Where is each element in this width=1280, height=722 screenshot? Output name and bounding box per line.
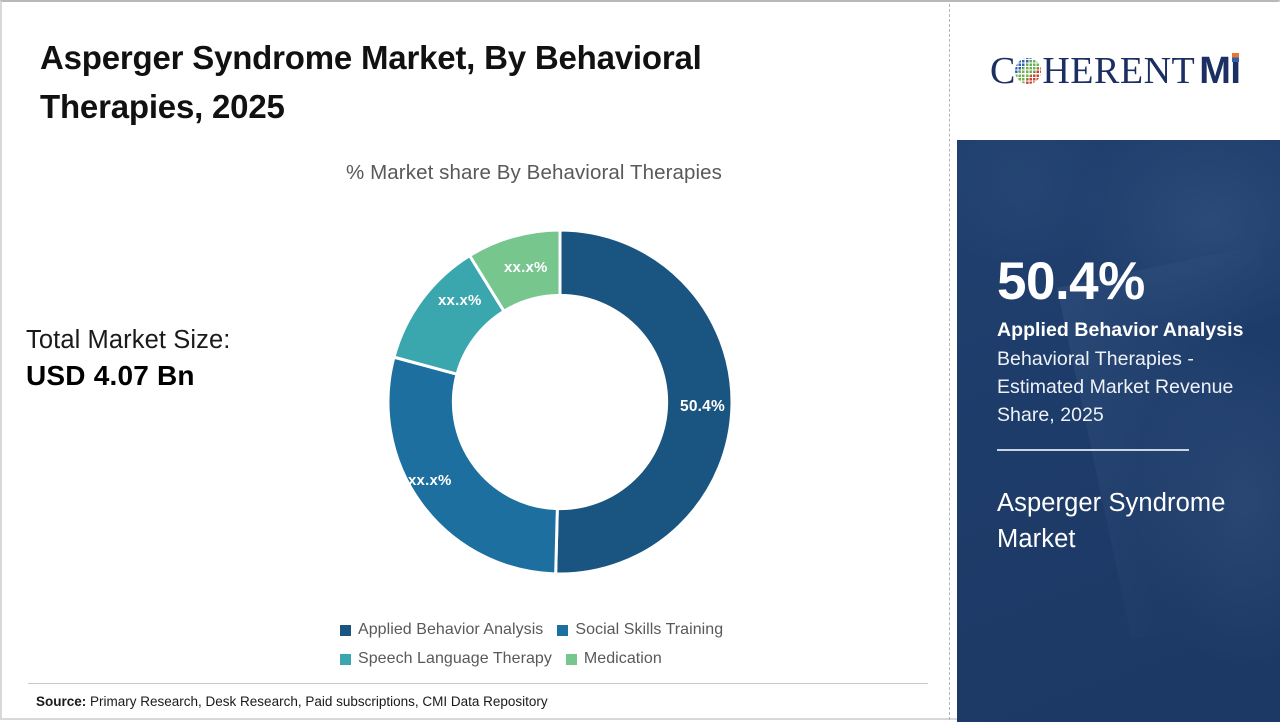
- source-note: Source: Primary Research, Desk Research,…: [36, 694, 548, 709]
- legend-swatch-icon: [557, 624, 569, 636]
- highlight-stat-description: Behavioral Therapies - Estimated Market …: [997, 348, 1234, 426]
- highlight-panel: 50.4% Applied Behavior Analysis Behavior…: [957, 140, 1280, 722]
- globe-icon: [1015, 58, 1042, 84]
- source-value: Primary Research, Desk Research, Paid su…: [86, 694, 548, 709]
- legend-label: Speech Language Therapy: [358, 650, 552, 667]
- footer-divider: [28, 683, 928, 684]
- page-title: Asperger Syndrome Market, By Behavioral …: [40, 39, 702, 125]
- total-market-size-value: USD 4.07 Bn: [26, 359, 195, 391]
- legend-item[interactable]: Applied Behavior Analysis: [340, 620, 543, 640]
- logo-suffix: MI: [1199, 52, 1241, 90]
- legend-item[interactable]: Speech Language Therapy: [340, 649, 552, 669]
- legend-swatch-icon: [565, 653, 577, 665]
- donut-slice: [467, 228, 562, 314]
- highlight-panel-content: 50.4% Applied Behavior Analysis Behavior…: [997, 255, 1259, 557]
- donut-chart: 50.4% xx.x% xx.x% xx.x%: [386, 228, 734, 576]
- coherentmi-logo: C HERENT MI: [990, 50, 1241, 92]
- donut-slices: [386, 228, 734, 576]
- logo-accent-icon: [1232, 53, 1240, 62]
- legend-swatch-icon: [340, 624, 351, 636]
- legend-swatch-icon: [340, 653, 351, 665]
- highlight-stat-percent: 50.4%: [997, 252, 1145, 311]
- chart-subtitle: % Market share By Behavioral Therapies: [346, 161, 723, 184]
- logo-wordmark: HERENT: [1042, 50, 1196, 92]
- total-market-size-label: Total Market Size:: [26, 326, 231, 354]
- legend-label: Social Skills Training: [575, 621, 724, 638]
- highlight-stat-name: Applied Behavior Analysis: [997, 319, 1244, 341]
- logo-lead-letter: C: [990, 50, 1016, 92]
- logo-container: C HERENT MI: [957, 2, 1280, 140]
- legend-item[interactable]: Medication: [565, 649, 662, 669]
- donut-chart-svg: [386, 228, 734, 576]
- legend-item[interactable]: Social Skills Training: [557, 620, 723, 640]
- total-market-size-block: Total Market Size: USD 4.07 Bn: [26, 324, 326, 394]
- source-label: Source:: [36, 694, 87, 709]
- highlight-panel-divider: [997, 449, 1189, 451]
- right-rail: C HERENT MI 50.4% Applied Behavior Analy…: [957, 2, 1280, 722]
- chart-column: Asperger Syndrome Market, By Behavioral …: [2, 2, 949, 722]
- chart-legend: Applied Behavior Analysis Social Skills T…: [340, 620, 770, 678]
- donut-slice: [386, 355, 559, 576]
- highlight-market-name: Asperger Syndrome Market: [997, 488, 1226, 554]
- vertical-dashed-divider: [949, 4, 950, 720]
- donut-slice: [554, 228, 734, 576]
- legend-label: Medication: [583, 650, 662, 667]
- legend-label: Applied Behavior Analysis: [358, 621, 544, 638]
